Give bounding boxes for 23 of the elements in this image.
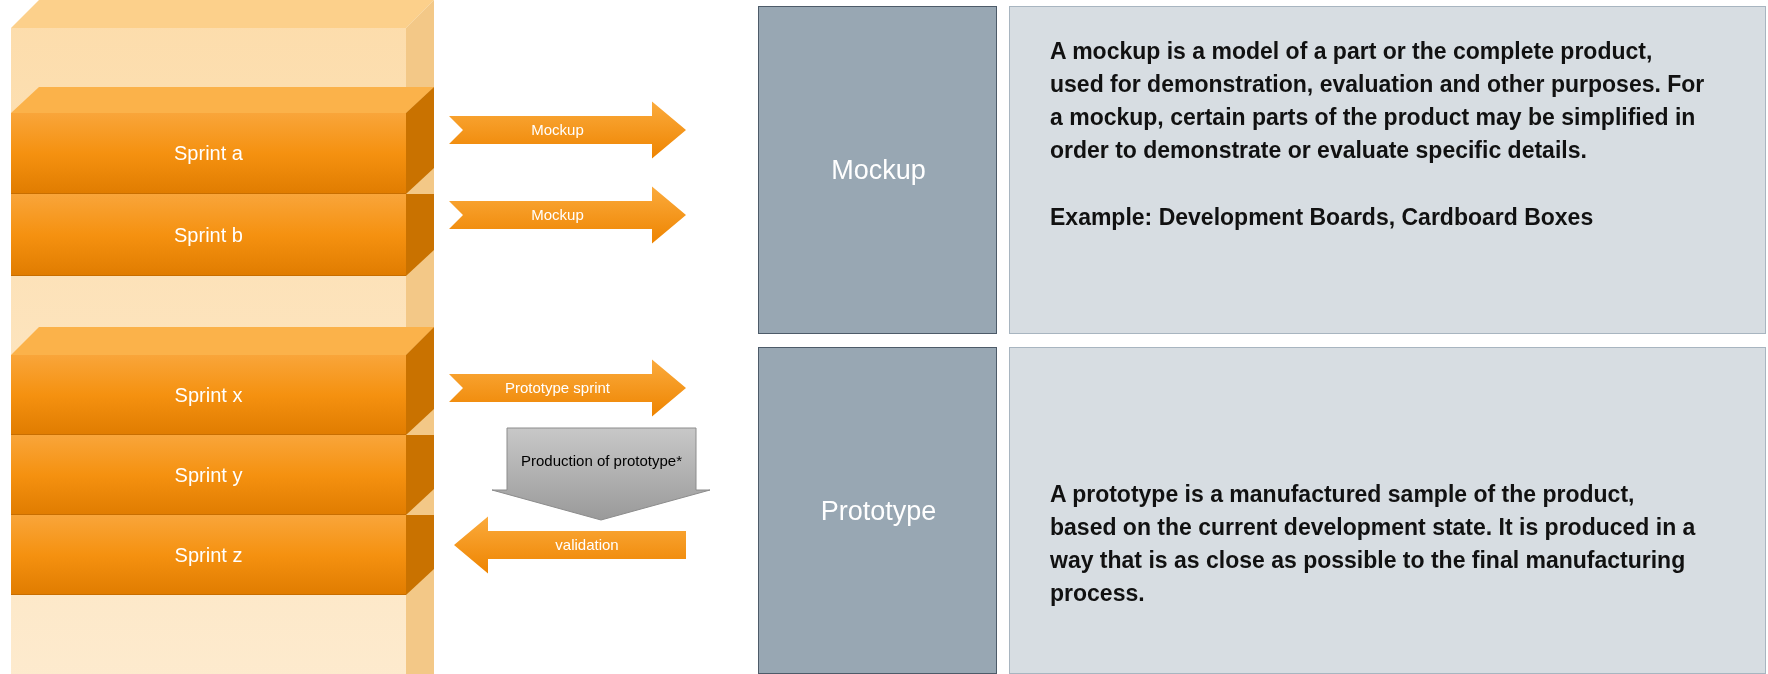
label: Sprint x xyxy=(174,383,243,407)
label: Production of prototype* xyxy=(521,452,682,470)
block-arrow xyxy=(449,186,686,244)
block-arrow xyxy=(454,516,686,574)
definition-panel xyxy=(1009,6,1766,334)
block-arrow xyxy=(449,101,686,159)
edge-label: validation xyxy=(554,535,620,555)
definition-text: A prototype is a manufactured sample of the product, based on the current development state. It is produced in a way that is as close as possible to the final manufacturing process. xyxy=(1050,480,1697,608)
definition-text: Example: Development Boards, Cardboard Boxes xyxy=(1050,202,1595,232)
edge-label: Mockup xyxy=(530,205,585,225)
definition-text: A mockup is a model of a part or the complete product, used for demonstration, evaluation and other purposes. For a mockup, certain parts of the product may be simplified in order to demonstrate or evaluate specific details. xyxy=(1050,37,1706,165)
edge-label: Mockup xyxy=(530,120,585,140)
label: Sprint a xyxy=(174,142,243,165)
definition-panel xyxy=(1009,347,1766,674)
term-label: Prototype xyxy=(820,495,937,527)
block-arrow xyxy=(449,359,686,417)
edge-label: Prototype sprint xyxy=(503,378,612,398)
label: Sprint z xyxy=(174,543,243,567)
label: Sprint b xyxy=(174,223,243,247)
label: Sprint y xyxy=(174,463,243,487)
term-label: Mockup xyxy=(831,155,926,187)
term-box xyxy=(758,347,997,674)
term-box xyxy=(758,6,997,334)
